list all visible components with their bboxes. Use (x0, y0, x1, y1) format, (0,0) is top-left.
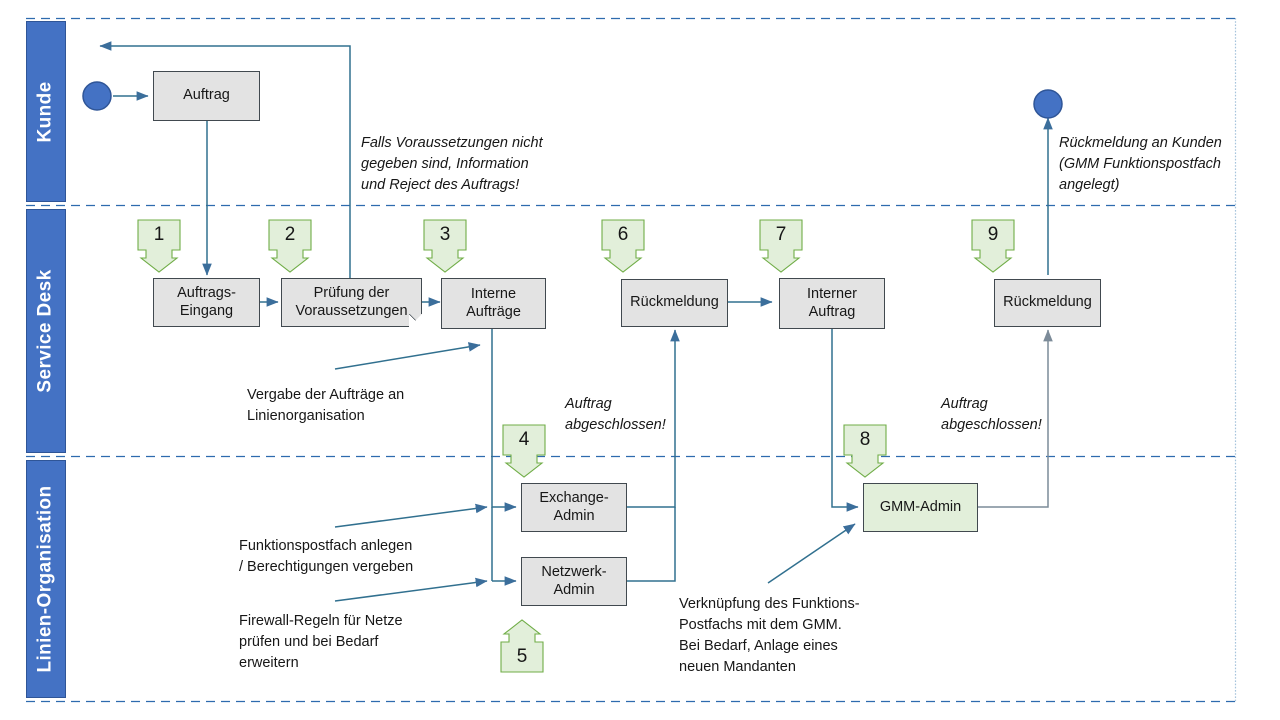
node-gmm-admin[interactable]: GMM-Admin (863, 483, 978, 532)
badge-3-number: 3 (439, 224, 451, 245)
connectors (99, 41, 1053, 602)
node-auftrags-eingang-label: Auftrags-Eingang (177, 284, 236, 319)
note-firewall-regeln: Firewall-Regeln für Netze prüfen und bei… (239, 613, 403, 672)
note-verknuepfung-gmm: Verknüpfung des Funktions- Postfachs mit… (679, 596, 860, 676)
badge-8-number: 8 (859, 429, 871, 450)
badge-7-number: 7 (775, 224, 787, 245)
badge-1-shape (137, 219, 181, 273)
badge-6-shape (601, 219, 645, 273)
badge-2: 2 (269, 220, 311, 250)
node-netzwerk-admin[interactable]: Netzwerk-Admin (521, 557, 627, 606)
node-exchange-admin[interactable]: Exchange-Admin (521, 483, 627, 532)
connector-netzwerk-to-trunk (626, 507, 676, 582)
lane-header-service-desk: Service Desk (26, 209, 66, 453)
badge-6: 6 (602, 220, 644, 250)
connector-interne-to-exchange (491, 329, 517, 512)
badge-5: 5 (501, 642, 543, 672)
badge-shapes (137, 219, 1015, 673)
node-auftrag[interactable]: Auftrag (153, 71, 260, 121)
badge-2-number: 2 (284, 224, 296, 245)
lane-label-service-desk: Service Desk (35, 269, 56, 393)
badge-4-shape (502, 424, 546, 478)
note-auftrag-abgeschlossen-1: Auftrag abgeschlossen! (565, 396, 666, 434)
connector-reject-to-kunde (99, 41, 351, 278)
leader-funktionspostfach (334, 503, 488, 528)
badge-4-number: 4 (518, 429, 530, 450)
badge-8: 8 (844, 425, 886, 455)
lane-header-kunde: Kunde (26, 21, 66, 202)
badge-7-shape (759, 219, 803, 273)
badge-9-shape (971, 219, 1015, 273)
node-exchange-admin-label: Exchange-Admin (539, 489, 609, 524)
node-auftrags-eingang[interactable]: Auftrags-Eingang (153, 278, 260, 327)
node-rueckmeldung-2[interactable]: Rückmeldung (994, 279, 1101, 327)
note-funktionspostfach: Funktionspostfach anlegen / Berechtigung… (239, 538, 414, 576)
connector-interner-auftrag-to-gmm (831, 329, 859, 512)
badge-6-number: 6 (617, 224, 629, 245)
badge-9: 9 (972, 220, 1014, 250)
badge-3: 3 (424, 220, 466, 250)
badge-9-number: 9 (987, 224, 999, 245)
badge-2-shape (268, 219, 312, 273)
connector-gmm-to-rueckmeldung2 (977, 329, 1053, 508)
note-reject: Falls Voraussetzungen nicht gegeben sind… (361, 135, 543, 194)
badge-4: 4 (503, 425, 545, 455)
node-auftrag-label: Auftrag (183, 87, 230, 104)
badge-5-shape (500, 619, 544, 673)
badge-8-shape (843, 424, 887, 478)
note-vergabe-auftraege: Vergabe der Aufträge an Linienorganisati… (247, 387, 405, 425)
start-node-circle (82, 81, 112, 111)
node-rueckmeldung-1[interactable]: Rückmeldung (621, 279, 728, 327)
lane-header-linien-organisation: Linien-Organisation (26, 460, 66, 698)
badge-3-shape (423, 219, 467, 273)
badge-1: 1 (138, 220, 180, 250)
note-auftrag-abgeschlossen-2: Auftrag abgeschlossen! (941, 396, 1042, 434)
leader-verknuepfung (767, 523, 856, 584)
node-rueckmeldung-1-label: Rückmeldung (630, 294, 719, 311)
lane-label-kunde: Kunde (35, 80, 57, 143)
lane-label-linien-organisation: Linien-Organisation (35, 485, 56, 673)
end-node-circle (1033, 89, 1063, 119)
badge-5-number: 5 (516, 646, 528, 667)
node-rueckmeldung-2-label: Rückmeldung (1003, 294, 1092, 311)
badge-7: 7 (760, 220, 802, 250)
leader-vergabe (334, 342, 481, 370)
node-netzwerk-admin-label: Netzwerk-Admin (541, 563, 607, 598)
note-rueckmeldung-an-kunden: Rückmeldung an Kunden (GMM Funktionspost… (1059, 135, 1222, 194)
badge-1-number: 1 (153, 224, 165, 245)
node-gmm-admin-label: GMM-Admin (879, 498, 962, 515)
leader-firewall (334, 577, 488, 602)
